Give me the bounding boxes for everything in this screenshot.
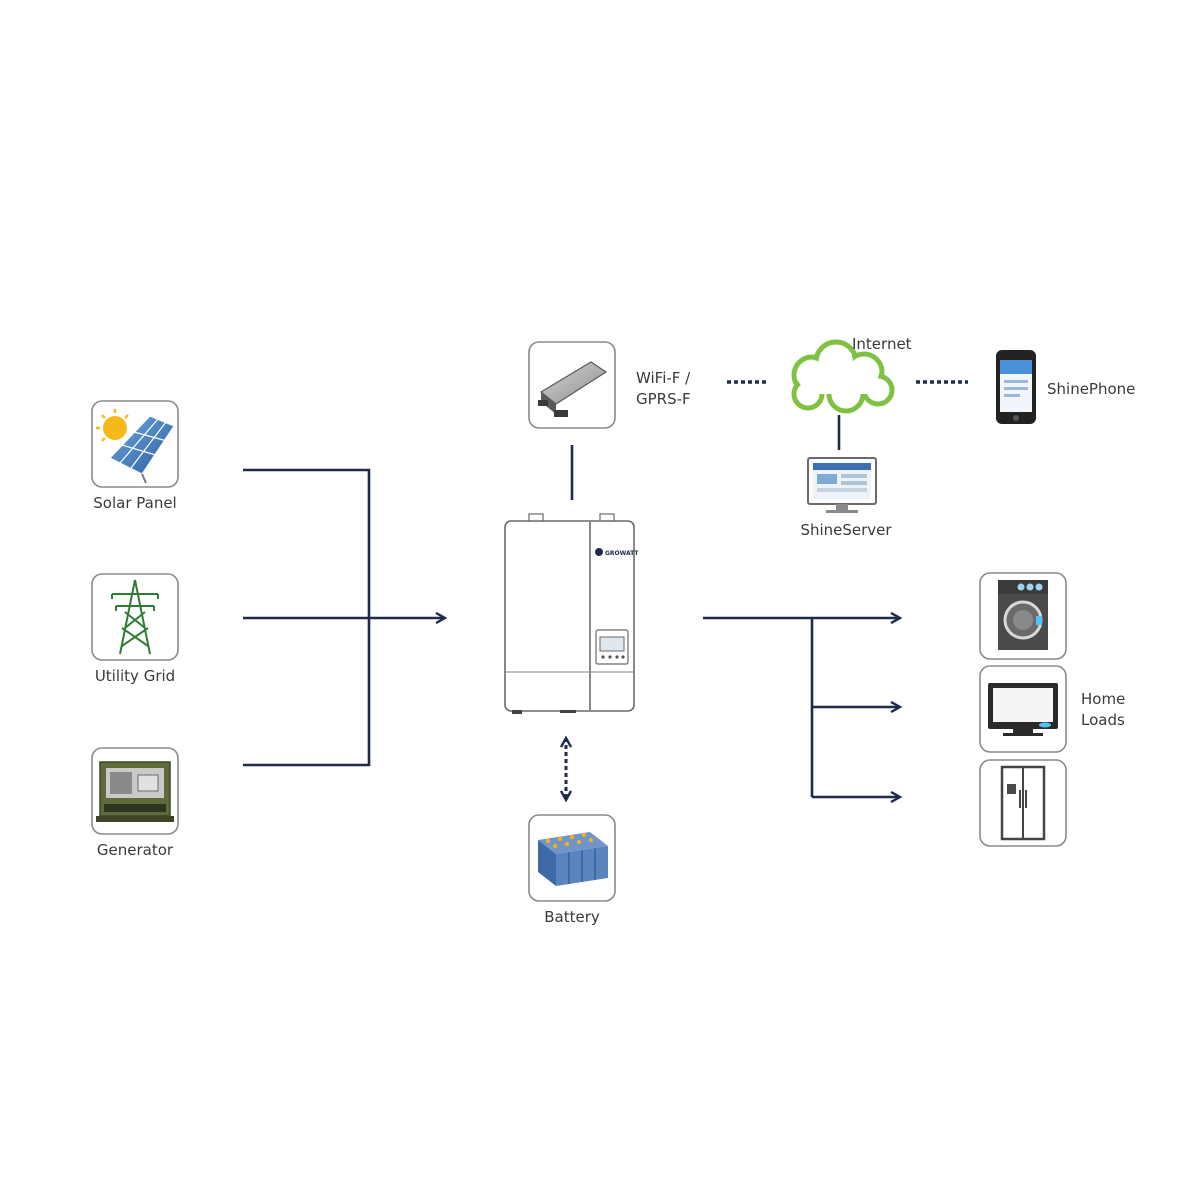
- shineserver-node: ShineServer: [800, 457, 892, 539]
- brand-logo-text: GROWATT: [605, 550, 639, 557]
- battery-icon: [538, 832, 608, 886]
- load-wiring: [703, 618, 900, 797]
- smartphone-icon: [996, 350, 1036, 424]
- wifi-module-label-line1: WiFi-F /: [636, 369, 691, 387]
- wifi-module-label-line2: GPRS-F: [636, 390, 691, 408]
- generator-label: Generator: [97, 841, 174, 859]
- power-tower-icon: [111, 579, 159, 655]
- wifi-module-icon: [538, 361, 608, 417]
- monitor-icon: [807, 457, 877, 513]
- inverter-node: GROWATT: [504, 513, 639, 714]
- utility-grid-node: Utility Grid: [91, 573, 179, 685]
- washing-machine-icon: [998, 580, 1048, 650]
- brand-logo-mark: [595, 548, 603, 556]
- utility-grid-label: Utility Grid: [95, 667, 175, 685]
- home-loads-label-line2: Loads: [1081, 711, 1125, 729]
- battery-label: Battery: [544, 908, 600, 926]
- television-icon: [988, 683, 1058, 736]
- solar-panel-node: Solar Panel: [91, 400, 179, 512]
- wifi-module-node: WiFi-F / GPRS-F: [528, 341, 691, 429]
- internet-label: Internet: [852, 335, 912, 353]
- solar-panel-label: Solar Panel: [93, 494, 176, 512]
- solar-panel-icon: [96, 409, 175, 484]
- home-loads-node: Home Loads: [979, 572, 1125, 847]
- generator-node: Generator: [91, 747, 179, 859]
- shineserver-label: ShineServer: [800, 521, 892, 539]
- internet-node: Internet: [791, 335, 912, 414]
- shinephone-label: ShinePhone: [1047, 380, 1135, 398]
- refrigerator-icon: [1000, 765, 1046, 841]
- generator-icon: [96, 761, 174, 822]
- shinephone-node: ShinePhone: [996, 350, 1135, 424]
- battery-node: Battery: [528, 814, 616, 926]
- source-wiring: [243, 468, 445, 767]
- home-loads-label-line1: Home: [1081, 690, 1125, 708]
- inverter-icon: GROWATT: [504, 513, 639, 714]
- utility-grid-frame: [91, 573, 179, 661]
